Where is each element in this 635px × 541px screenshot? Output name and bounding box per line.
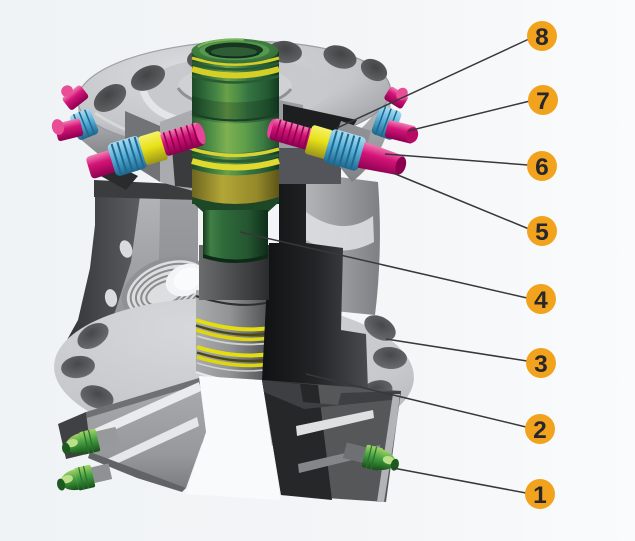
svg-text:8: 8	[535, 24, 549, 51]
svg-text:6: 6	[535, 154, 549, 181]
svg-text:2: 2	[533, 417, 547, 444]
svg-text:7: 7	[536, 88, 550, 115]
svg-text:4: 4	[534, 287, 548, 314]
svg-text:3: 3	[534, 351, 548, 378]
svg-text:1: 1	[533, 482, 547, 509]
svg-text:5: 5	[535, 219, 549, 246]
